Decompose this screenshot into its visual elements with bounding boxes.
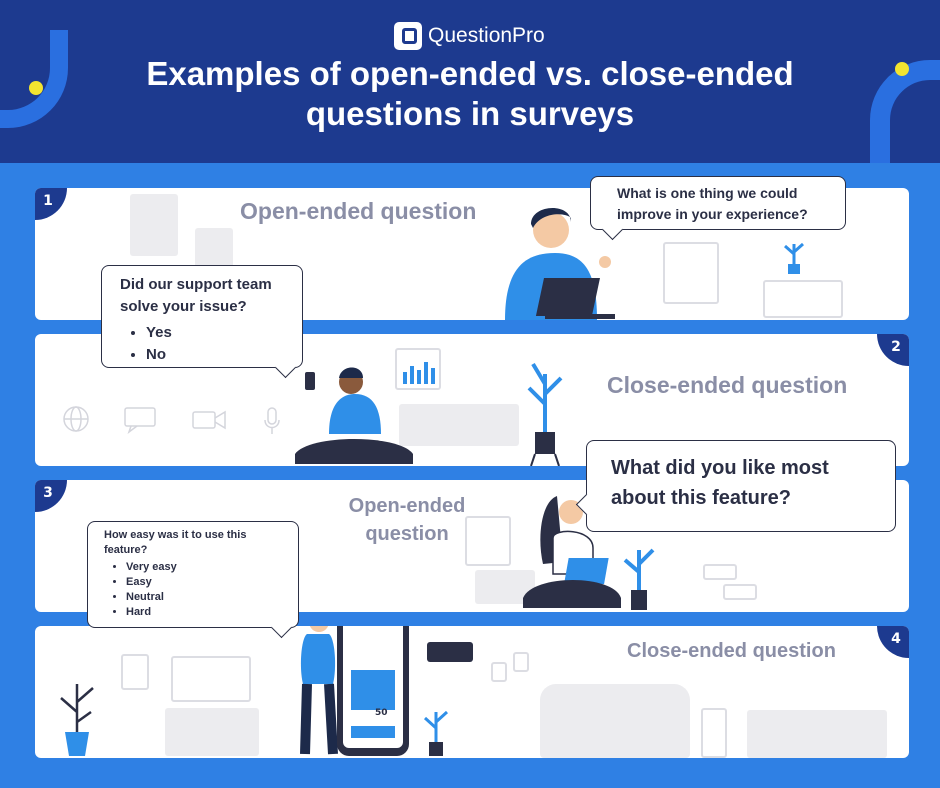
answer-options-list: Very easy Easy Neutral Hard <box>104 560 288 620</box>
questionpro-logo: QuestionPro <box>394 20 545 52</box>
question-type-label: Close-ended question <box>627 640 836 662</box>
bubble-question-text: What did you like most about this featur… <box>611 457 829 509</box>
question-type-label: Open-ended question <box>240 198 477 224</box>
chat-bubble-illustration <box>723 584 757 600</box>
plant-icon <box>527 362 563 466</box>
logo-text: QuestionPro <box>428 24 545 47</box>
panel-number: 2 <box>877 334 909 366</box>
globe-icon <box>63 406 89 432</box>
frame-illustration <box>513 652 529 672</box>
window-illustration <box>171 656 251 702</box>
page-title: Examples of open-ended vs. close-ended q… <box>40 54 900 134</box>
label-line: question <box>365 523 449 545</box>
header-banner: QuestionPro Examples of open-ended vs. c… <box>0 0 940 163</box>
panel-4: 4 50 Close-ended question <box>35 626 909 758</box>
microphone-icon <box>264 407 280 434</box>
plant-icon <box>784 242 804 274</box>
chat-icon <box>124 407 156 434</box>
decorative-dot <box>895 62 909 76</box>
frame-illustration <box>491 662 507 682</box>
bubble-question-text: What is one thing we could improve in yo… <box>617 185 808 222</box>
answer-option: Yes <box>146 322 290 344</box>
answer-option: Easy <box>126 575 288 590</box>
person-laptop-illustration <box>523 496 621 608</box>
panel-number: 3 <box>35 480 67 512</box>
window-illustration <box>130 194 178 256</box>
question-type-label: Close-ended question <box>607 372 848 398</box>
label-line: Open-ended <box>348 495 466 517</box>
answer-option: Hard <box>126 605 288 620</box>
chart-board-illustration <box>395 348 441 390</box>
speech-bubble: What is one thing we could improve in yo… <box>590 176 846 241</box>
answer-option: Very easy <box>126 560 288 575</box>
title-line: questions in surveys <box>305 95 635 132</box>
chat-bubble-illustration <box>703 564 737 580</box>
bubble-question-text: How easy was it to use this feature? <box>104 529 247 556</box>
decorative-dot <box>29 81 43 95</box>
person-phone-illustration <box>295 367 413 464</box>
sofa-illustration <box>540 684 690 758</box>
speech-bubble: Did our support team solve your issue? Y… <box>101 265 303 379</box>
desk-illustration <box>165 708 259 756</box>
chat-bubble-illustration <box>427 642 473 662</box>
price-text: 50 <box>375 708 388 718</box>
answer-option: Neutral <box>126 590 288 605</box>
question-type-label: Open-ended question <box>337 492 477 548</box>
video-camera-icon <box>192 410 226 430</box>
answer-option: No <box>146 344 290 366</box>
lamp-table-illustration <box>701 708 727 758</box>
speech-bubble: How easy was it to use this feature? Ver… <box>87 521 299 639</box>
drawer-illustration <box>663 242 719 304</box>
window-illustration <box>465 516 511 566</box>
plant-icon <box>423 710 449 756</box>
logo-mark-icon <box>394 22 422 50</box>
speech-bubble: What did you like most about this featur… <box>575 440 896 532</box>
title-line: Examples of open-ended vs. close-ended <box>146 55 794 92</box>
panel-number: 4 <box>877 626 909 658</box>
cabinet-illustration <box>747 710 887 758</box>
answer-options-list: Yes No <box>120 322 290 366</box>
plant-icon <box>60 684 94 756</box>
person-phone-illustration <box>300 626 409 756</box>
table-illustration <box>763 280 843 318</box>
person-laptop-illustration <box>505 207 615 320</box>
bubble-question-text: Did our support team solve your issue? <box>120 276 272 315</box>
cabinet-illustration <box>195 228 233 270</box>
frame-illustration <box>121 654 149 690</box>
bar-chart-icon <box>403 362 435 384</box>
panel-number: 1 <box>35 188 67 220</box>
shelf-illustration <box>399 404 519 446</box>
plant-icon <box>623 548 655 610</box>
